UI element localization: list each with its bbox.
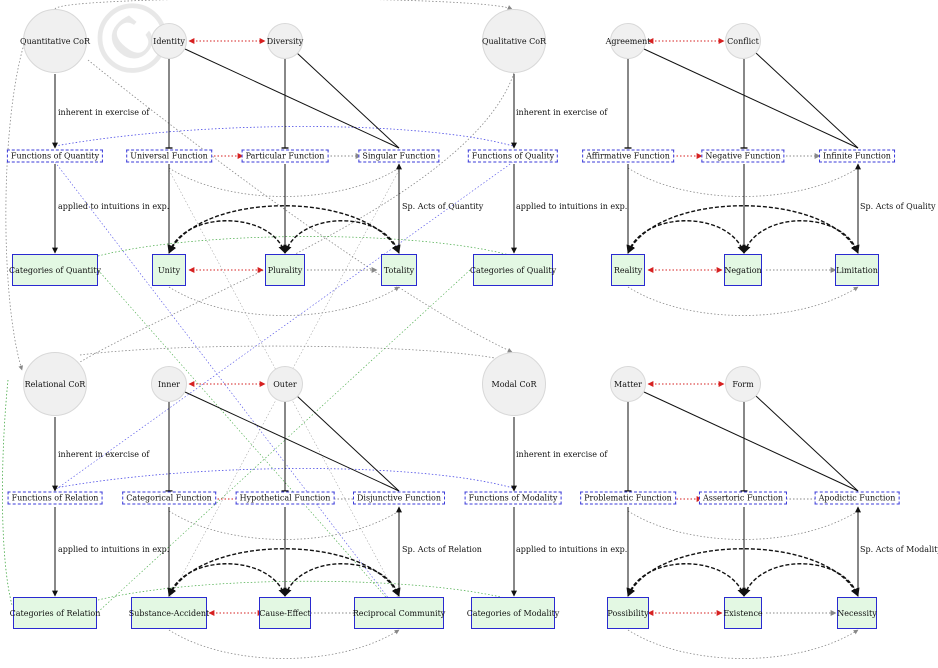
functions-of-modality-box: Functions of Modality bbox=[464, 491, 562, 505]
applied-label: applied to intuitions in exp. bbox=[58, 545, 170, 554]
diag-green-1 bbox=[97, 269, 400, 613]
diag-green-2 bbox=[97, 269, 471, 613]
functions-of-relation-box: Functions of Relation bbox=[7, 491, 103, 505]
c1-c3-arc bbox=[168, 629, 400, 659]
categories-relation-modality bbox=[97, 580, 514, 601]
existence-box: Existence bbox=[723, 597, 763, 629]
hypothetical-function-box: Hypothetical Function bbox=[235, 491, 335, 505]
moment-a-to-f3 bbox=[643, 48, 859, 149]
diag-blue-2 bbox=[54, 161, 514, 491]
modal-cor-node: Modal CoR bbox=[482, 352, 546, 416]
f1-f3-arc bbox=[627, 510, 859, 540]
outer-node: Outer bbox=[267, 366, 303, 402]
act-arc-1 bbox=[167, 220, 287, 254]
negative-function-box: Negative Function bbox=[701, 149, 785, 163]
singular-function-box: Singular Function bbox=[358, 149, 440, 163]
agreement-node: Agreement bbox=[606, 23, 650, 59]
act-arc-3 bbox=[168, 205, 400, 254]
act-arc-1 bbox=[167, 563, 287, 597]
quality-to-relation bbox=[69, 72, 515, 369]
particular-function-box: Particular Function bbox=[241, 149, 329, 163]
act-arc-2 bbox=[742, 563, 860, 597]
acts-label: Sp. Acts of Quality bbox=[860, 202, 936, 211]
inherent-label: inherent in exercise of bbox=[58, 450, 150, 459]
quadrant-links bbox=[52, 38, 861, 659]
act-arc-2 bbox=[283, 563, 401, 597]
substance-accident-box: Substance-Accident bbox=[129, 597, 209, 629]
categories-of-relation-box: Categories of Relation bbox=[10, 597, 100, 629]
moment-b-to-f3 bbox=[755, 395, 859, 492]
acts-label: Sp. Acts of Quantity bbox=[402, 202, 484, 211]
c1-c3-arc bbox=[627, 286, 859, 316]
applied-label: applied to intuitions in exp. bbox=[58, 202, 170, 211]
act-arc-2 bbox=[283, 220, 401, 254]
matter-node: Matter bbox=[610, 366, 646, 402]
form-node: Form bbox=[725, 366, 761, 402]
act-arc-1 bbox=[626, 220, 746, 254]
identity-node: Identity bbox=[151, 23, 187, 59]
inherent-label: inherent in exercise of bbox=[58, 108, 150, 117]
applied-label: applied to intuitions in exp. bbox=[516, 545, 628, 554]
diversity-node: Diversity bbox=[267, 23, 303, 59]
conflict-node: Conflict bbox=[725, 23, 761, 59]
reciprocal-community-box: Reciprocal Community bbox=[353, 597, 445, 629]
moment-a-to-f3 bbox=[184, 48, 400, 149]
moment-a-to-f3 bbox=[184, 391, 400, 492]
necessity-box: Necessity bbox=[837, 597, 877, 629]
possibility-box: Possibility bbox=[607, 597, 649, 629]
relational-cor-node: Relational CoR bbox=[23, 352, 87, 416]
totality-box: Totality bbox=[381, 254, 417, 286]
relation-to-modality-functions bbox=[54, 468, 514, 489]
inherent-label: inherent in exercise of bbox=[516, 450, 608, 459]
acts-label: Sp. Acts of Modality bbox=[860, 545, 938, 554]
cause-effect-box: Cause-Effect bbox=[259, 597, 311, 629]
diag-gray-1 bbox=[168, 169, 400, 601]
act-arc-3 bbox=[627, 205, 859, 254]
inherent-label: inherent in exercise of bbox=[516, 108, 608, 117]
act-arc-1 bbox=[626, 563, 746, 597]
problematic-function-box: Problematic Function bbox=[580, 491, 676, 505]
assertoric-function-box: Assertoric Function bbox=[698, 491, 788, 505]
quantity-to-relation bbox=[5, 40, 26, 371]
inner-node: Inner bbox=[151, 366, 187, 402]
f1-f3-arc bbox=[168, 510, 400, 540]
acts-label: Sp. Acts of Relation bbox=[402, 545, 482, 554]
affirmative-function-box: Affirmative Function bbox=[582, 149, 674, 163]
quantity-to-quality-functions bbox=[54, 126, 514, 147]
f1-f3-arc bbox=[627, 167, 859, 197]
cross-links bbox=[2, 0, 515, 613]
functions-of-quality-box: Functions of Quality bbox=[467, 149, 559, 163]
categories-of-modality-box: Categories of Modality bbox=[467, 597, 559, 629]
universal-function-box: Universal Function bbox=[126, 149, 212, 163]
c1-c3-arc bbox=[627, 629, 859, 659]
moment-b-to-f3 bbox=[296, 52, 400, 149]
relation-to-modal bbox=[79, 345, 513, 363]
quantity-to-quality bbox=[54, 0, 513, 10]
reality-box: Reality bbox=[611, 254, 645, 286]
applied-label: applied to intuitions in exp. bbox=[516, 202, 628, 211]
disjunctive-function-box: Disjunctive Function bbox=[353, 491, 445, 505]
c1-c3-arc bbox=[168, 286, 400, 316]
limitation-box: Limitation bbox=[835, 254, 879, 286]
functions-of-quantity-box: Functions of Quantity bbox=[6, 149, 104, 163]
quantitative-cor-node: Quantitative CoR bbox=[20, 9, 90, 73]
unity-box: Unity bbox=[152, 254, 186, 286]
moment-b-to-f3 bbox=[755, 52, 859, 149]
act-arc-2 bbox=[742, 220, 860, 254]
categorical-function-box: Categorical Function bbox=[122, 491, 216, 505]
moment-a-to-f3 bbox=[643, 391, 859, 492]
categories-of-quantity-box: Categories of Quantity bbox=[9, 254, 101, 286]
qualitative-cor-node: Qualitative CoR bbox=[482, 9, 546, 73]
negation-box: Negation bbox=[724, 254, 762, 286]
apodictic-function-box: Apodictic Function bbox=[814, 491, 900, 505]
act-arc-3 bbox=[168, 548, 400, 597]
plurality-box: Plurality bbox=[265, 254, 305, 286]
categories-of-quality-box: Categories of Quality bbox=[470, 254, 556, 286]
infinite-function-box: Infinite Function bbox=[819, 149, 895, 163]
f1-f3-arc bbox=[168, 167, 400, 197]
moment-b-to-f3 bbox=[296, 395, 400, 492]
act-arc-3 bbox=[627, 548, 859, 597]
